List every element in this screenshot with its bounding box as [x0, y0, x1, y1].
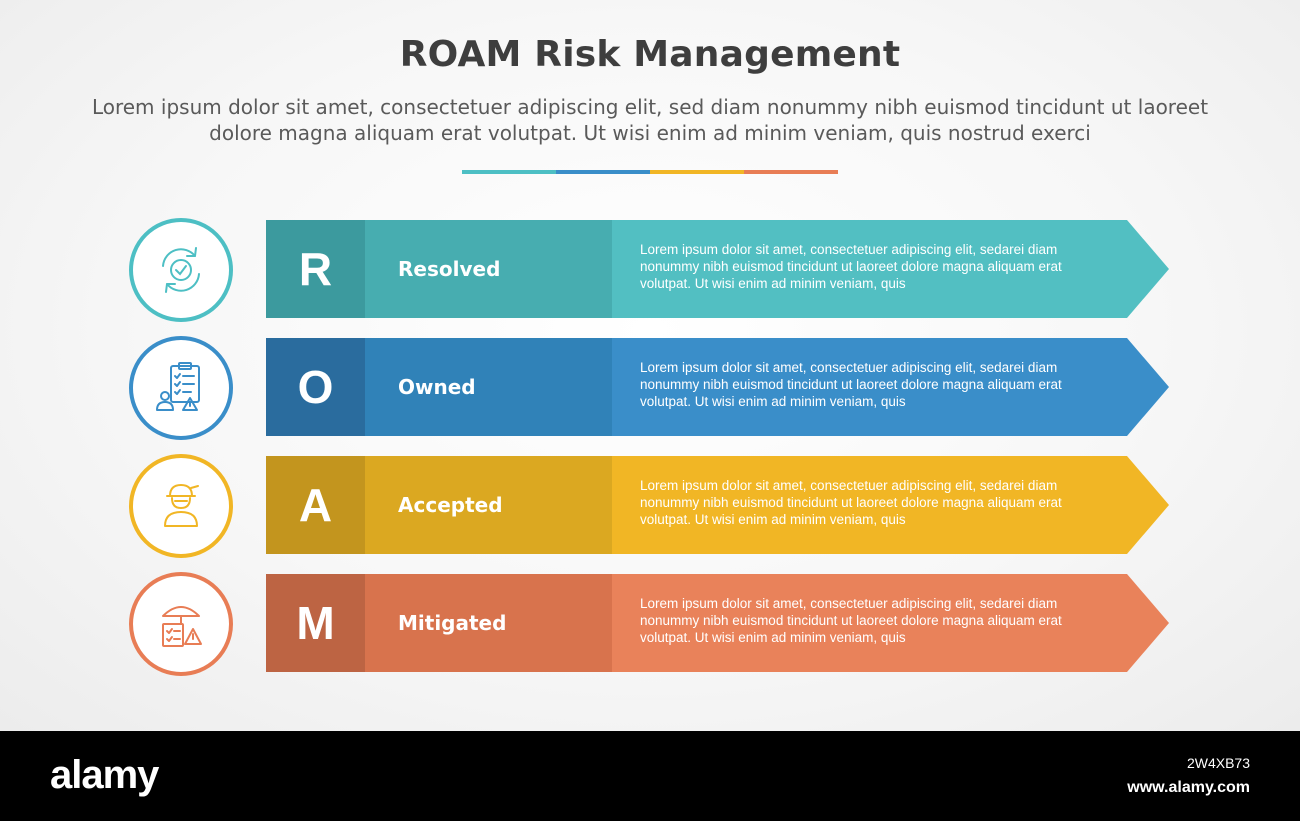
- icon-circle: [129, 572, 233, 676]
- color-divider: [462, 170, 838, 174]
- letter-box: M: [266, 574, 365, 672]
- row-description: Lorem ipsum dolor sit amet, consectetuer…: [640, 242, 1062, 291]
- alamy-logo: alamy: [50, 753, 159, 797]
- roam-row-mitigated: M Mitigated Lorem ipsum dolor sit amet, …: [0, 572, 1300, 676]
- divider-segment-4: [744, 170, 838, 174]
- row-label: Mitigated: [365, 574, 612, 672]
- roam-row-accepted: A Accepted Lorem ipsum dolor sit amet, c…: [0, 454, 1300, 558]
- row-label: Accepted: [365, 456, 612, 554]
- letter-box: O: [266, 338, 365, 436]
- checklist-warning-icon: [156, 362, 200, 411]
- icon-circle: [129, 454, 233, 558]
- description-arrow: [612, 574, 1169, 672]
- stock-footer: alamy 2W4XB73 www.alamy.com: [0, 731, 1300, 821]
- worker-helmet-icon: [164, 484, 199, 527]
- row-description: Lorem ipsum dolor sit amet, consectetuer…: [640, 478, 1062, 527]
- icon-circle: [129, 336, 233, 440]
- cycle-check-icon: [162, 247, 200, 293]
- letter-box: R: [266, 220, 365, 318]
- divider-segment-1: [462, 170, 556, 174]
- site-url: www.alamy.com: [1127, 779, 1250, 796]
- icon-circle: [129, 218, 233, 322]
- image-id: 2W4XB73: [1186, 755, 1250, 771]
- page-subtitle: Lorem ipsum dolor sit amet, consectetuer…: [91, 95, 1209, 145]
- description-arrow: [612, 456, 1169, 554]
- row-description: Lorem ipsum dolor sit amet, consectetuer…: [640, 596, 1062, 645]
- umbrella-report-icon: [162, 606, 202, 647]
- divider-segment-2: [556, 170, 650, 174]
- divider-segment-3: [650, 170, 744, 174]
- infographic-canvas: ROAM Risk Management Lorem ipsum dolor s…: [0, 0, 1300, 731]
- letter-box: A: [266, 456, 365, 554]
- roam-row-resolved: R Resolved Lorem ipsum dolor sit amet, c…: [0, 218, 1300, 322]
- row-label: Resolved: [365, 220, 612, 318]
- page-title: ROAM Risk Management: [399, 34, 901, 75]
- roam-row-owned: O Owned Lorem ipsum dolor sit amet, cons…: [0, 336, 1300, 440]
- description-arrow: [612, 220, 1169, 318]
- description-arrow: [612, 338, 1169, 436]
- row-label: Owned: [365, 338, 612, 436]
- row-description: Lorem ipsum dolor sit amet, consectetuer…: [640, 360, 1062, 409]
